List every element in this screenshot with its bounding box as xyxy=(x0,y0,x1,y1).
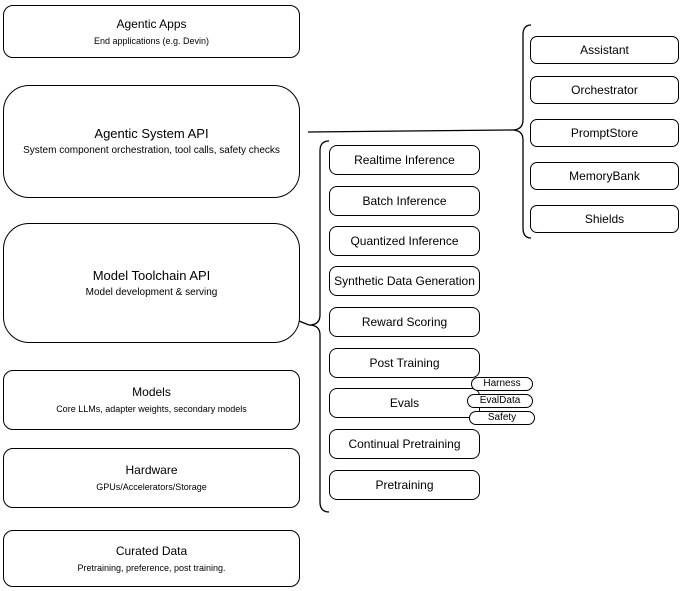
component-item-label: PromptStore xyxy=(570,126,639,140)
component-item-label: Orchestrator xyxy=(571,83,638,97)
layer-box-model-toolchain-api: Model Toolchain API Model development & … xyxy=(3,223,300,343)
system-components-brace xyxy=(511,24,532,239)
layer-title: Hardware xyxy=(125,463,178,477)
layer-title: Curated Data xyxy=(115,543,188,558)
component-item-memorybank: MemoryBank xyxy=(530,162,679,190)
layer-box-hardware: Hardware GPUs/Accelerators/Storage xyxy=(3,448,300,508)
component-item-assistant: Assistant xyxy=(530,36,679,64)
layer-subtitle: GPUs/Accelerators/Storage xyxy=(96,482,207,492)
layer-box-agentic-system-api: Agentic System API System component orch… xyxy=(3,85,300,198)
layer-title: Models xyxy=(132,385,171,399)
layer-box-agentic-apps: Agentic Apps End applications (e.g. Devi… xyxy=(3,5,300,58)
toolchain-item-evals: Evals xyxy=(329,388,480,418)
component-item-orchestrator: Orchestrator xyxy=(530,76,679,104)
component-item-shields: Shields xyxy=(530,205,679,233)
component-item-label: MemoryBank xyxy=(569,169,640,183)
toolchain-item-post-training: Post Training xyxy=(329,348,480,378)
layer-title: Agentic Apps xyxy=(116,16,187,31)
toolchain-item-continual-pretraining: Continual Pretraining xyxy=(329,429,480,459)
layer-title: Agentic System API xyxy=(94,126,209,141)
toolchain-item-label: Pretraining xyxy=(375,478,434,492)
toolchain-item-label: Quantized Inference xyxy=(350,234,459,248)
toolchain-item-label: Post Training xyxy=(369,356,440,370)
toolchain-item-batch-inference: Batch Inference xyxy=(329,186,480,216)
toolchain-item-synthetic-data-generation: Synthetic Data Generation xyxy=(329,266,480,296)
component-item-label: Shields xyxy=(584,212,625,226)
toolchain-item-label: Reward Scoring xyxy=(361,315,448,329)
component-item-label: Assistant xyxy=(580,43,629,57)
toolchain-item-label: Batch Inference xyxy=(362,194,447,208)
system-api-to-components-connector xyxy=(307,129,513,133)
component-item-promptstore: PromptStore xyxy=(530,119,679,147)
toolchain-item-quantized-inference: Quantized Inference xyxy=(329,226,480,256)
evals-tag-safety: Safety xyxy=(469,411,535,425)
layer-box-models: Models Core LLMs, adapter weights, secon… xyxy=(3,370,300,430)
evals-tag-label: EvalData xyxy=(479,395,521,406)
layer-subtitle: End applications (e.g. Devin) xyxy=(93,35,210,46)
toolchain-item-label: Realtime Inference xyxy=(354,153,455,167)
layer-subtitle: System component orchestration, tool cal… xyxy=(23,145,280,156)
layer-title: Model Toolchain API xyxy=(92,267,211,283)
toolchain-item-reward-scoring: Reward Scoring xyxy=(329,307,480,337)
toolchain-item-label: Synthetic Data Generation xyxy=(334,274,475,288)
toolchain-api-to-brace-connector xyxy=(298,320,310,326)
toolchain-brace xyxy=(308,140,330,513)
layer-box-curated-data: Curated Data Pretraining, preference, po… xyxy=(3,530,300,587)
layer-subtitle: Core LLMs, adapter weights, secondary mo… xyxy=(56,404,247,414)
toolchain-item-label: Evals xyxy=(389,396,420,410)
layer-subtitle: Model development & serving xyxy=(85,286,218,298)
toolchain-item-pretraining: Pretraining xyxy=(329,470,480,500)
evals-tag-harness: Harness xyxy=(471,377,533,391)
toolchain-item-label: Continual Pretraining xyxy=(348,437,461,451)
evals-tag-evaldata: EvalData xyxy=(467,394,533,408)
toolchain-item-realtime-inference: Realtime Inference xyxy=(329,145,480,175)
evals-tag-label: Harness xyxy=(483,378,521,389)
layer-subtitle: Pretraining, preference, post training. xyxy=(77,562,226,573)
evals-tag-label: Safety xyxy=(487,412,517,423)
